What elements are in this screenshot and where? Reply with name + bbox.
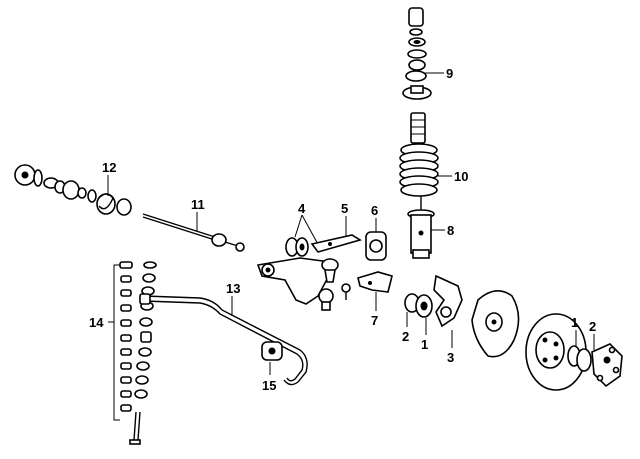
stabilizer-bar xyxy=(139,293,308,386)
callout-9: 9 xyxy=(425,66,453,81)
svg-text:10: 10 xyxy=(454,169,468,184)
svg-text:15: 15 xyxy=(262,378,276,393)
callout-15: 15 xyxy=(262,362,276,393)
coil-spring xyxy=(399,143,439,197)
callout-11: 11 xyxy=(191,197,205,232)
callout-10: 10 xyxy=(438,169,468,184)
svg-text:13: 13 xyxy=(226,281,240,296)
callout-2-left: 2 xyxy=(402,312,409,344)
axle-boot-parts xyxy=(14,164,132,216)
callout-1-right: 1 xyxy=(571,315,578,346)
wheel-bearing-inner xyxy=(404,293,433,318)
mount-bushing xyxy=(365,231,387,261)
inner-tie-rod xyxy=(142,213,245,252)
ball-joint xyxy=(321,258,351,300)
svg-text:14: 14 xyxy=(89,315,104,330)
callout-6: 6 xyxy=(371,203,378,232)
svg-text:7: 7 xyxy=(371,313,378,328)
svg-text:6: 6 xyxy=(371,203,378,218)
svg-text:8: 8 xyxy=(447,223,454,238)
wheel-hub xyxy=(567,343,623,388)
svg-text:5: 5 xyxy=(341,201,348,216)
callout-13: 13 xyxy=(226,281,240,316)
svg-text:1: 1 xyxy=(421,337,428,352)
callout-8: 8 xyxy=(431,223,454,238)
control-arm-bushings xyxy=(285,237,309,257)
svg-text:1: 1 xyxy=(571,315,578,330)
splash-shield xyxy=(471,290,520,358)
callout-14: 14 xyxy=(89,264,120,421)
svg-text:2: 2 xyxy=(589,319,596,334)
lower-control-arm xyxy=(256,257,334,311)
svg-text:3: 3 xyxy=(447,350,454,365)
callout-2-right: 2 xyxy=(589,319,596,350)
lower-bracket xyxy=(357,271,393,293)
svg-text:12: 12 xyxy=(102,160,116,175)
callout-3: 3 xyxy=(447,330,454,365)
svg-text:4: 4 xyxy=(298,201,306,216)
svg-text:2: 2 xyxy=(402,329,409,344)
callout-5: 5 xyxy=(341,201,348,237)
stabilizer-bushing xyxy=(261,341,283,361)
callout-12: 12 xyxy=(102,160,116,196)
callout-1-left: 1 xyxy=(421,318,428,352)
steering-knuckle xyxy=(433,274,463,328)
svg-text:11: 11 xyxy=(191,197,205,212)
bracket xyxy=(310,234,362,253)
strut-assembly xyxy=(407,196,435,259)
dust-boot xyxy=(410,112,426,144)
callout-7: 7 xyxy=(371,292,378,328)
strut-mount-stack xyxy=(402,7,432,100)
svg-text:9: 9 xyxy=(446,66,453,81)
stabilizer-link-hardware xyxy=(119,261,157,445)
